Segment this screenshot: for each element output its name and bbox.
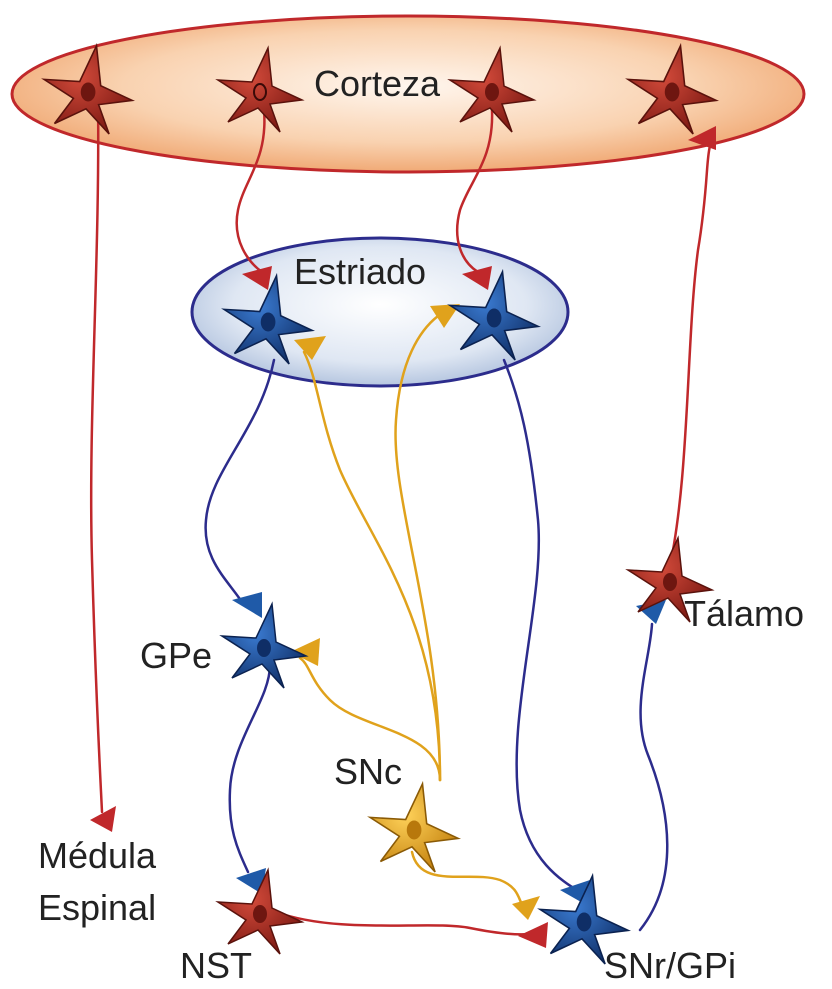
gpe-neuron (222, 604, 306, 688)
synapse-snr-from-nst (518, 922, 548, 948)
nst-to-snr-pathway (276, 912, 530, 934)
label-nst: NST (180, 945, 252, 986)
label-snr-gpi: SNr/GPi (604, 945, 736, 986)
snc-to-striatum-left-pathway (304, 352, 440, 780)
label-talamo: Tálamo (684, 593, 804, 634)
label-gpe: GPe (140, 635, 212, 676)
striatum-to-snr-pathway (504, 360, 580, 892)
striatum-to-gpe-pathway (206, 360, 274, 605)
label-snc: SNc (334, 751, 402, 792)
label-estriado: Estriado (294, 251, 426, 292)
label-espinal: Espinal (38, 887, 156, 928)
label-corteza: Corteza (314, 63, 441, 104)
gpe-to-nst-pathway (230, 665, 270, 872)
thalamus-to-cortex-pathway (668, 146, 710, 575)
cortex-to-spinal-pathway (91, 100, 102, 812)
snr-to-thalamus-pathway (640, 624, 667, 930)
synapse-snr-dopamine (512, 896, 540, 920)
label-medula: Médula (38, 835, 157, 876)
